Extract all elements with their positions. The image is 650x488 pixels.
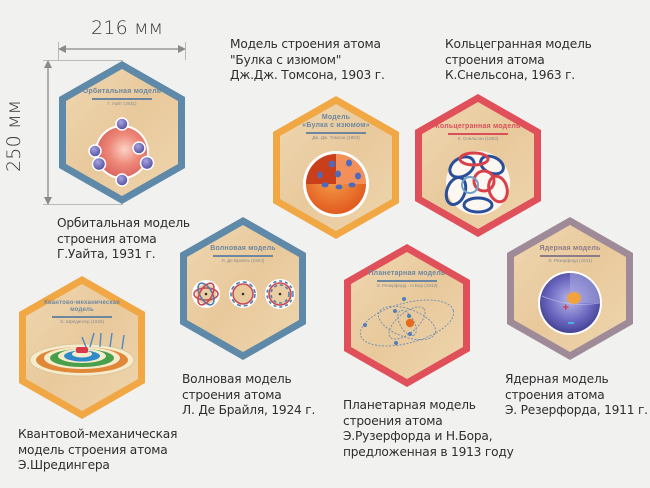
height-guide-top [43,60,123,61]
title-underline [92,98,152,100]
caption-line: Э.Шредингера [18,458,110,472]
caption-line: Л. Де Брайля, 1924 г. [182,403,316,417]
height-arrow-icon [44,60,52,205]
caption-line: Планетарная модель [343,398,476,412]
plate-subtitle: Дж. Дж. Томсон (1903) [312,135,360,140]
height-guide-bottom [43,204,123,205]
caption-line: строения атома [343,413,443,428]
caption-line: строения атома [445,52,545,67]
title-underline [52,316,112,318]
caption-plum-pudding: Модель строения атома "Булка с изюмом" Д… [230,37,385,84]
caption-line: Э. Резерфорда, 1911 г. [505,403,648,417]
caption-line: Орбитальная модель [57,216,190,230]
plate-title: Планетарная модель [368,270,446,277]
caption-line: Модель строения атома [230,37,381,51]
caption-line: Ядерная модель [505,372,609,386]
caption-quantum: Квантовой-механическая модель строения а… [18,427,177,474]
plate-subtitle: Э. Шрёдингер (1926) [59,319,105,324]
hex-plate-orbital: Орбитальная модель Г. Уайт (1931) [58,60,186,205]
plate-title: Волновая модель [210,245,276,252]
hexagon-frame-icon [180,217,306,360]
caption-line: Дж.Дж. Томсона, 1903 г. [230,68,385,82]
title-underline [540,255,600,257]
hex-plate-wave: Волновая модель Л. Де Бройль (1924) [179,216,307,361]
plate-subtitle: К. Снельсон (1963) [457,136,499,141]
caption-orbital: Орбитальная модель строения атома Г.Уайт… [57,216,190,263]
caption-planetary: Планетарная модель строения атома Э.Рузе… [343,398,514,460]
plate-title: Орбитальная модель [82,88,162,95]
caption-line: Волновая модель [182,372,292,386]
svg-text:+: + [562,303,570,313]
width-arrow-icon [58,45,186,53]
plate-subtitle: Л. Де Бройль (1924) [221,258,265,263]
hexagon-frame-icon [273,96,399,239]
title-underline [448,133,508,135]
plate-title-line2: «Булка с изюмом» [302,122,370,129]
caption-line: строения атома [505,387,605,402]
plate-subtitle: Э. Резерфорд (1911) [547,258,592,263]
plate-subtitle: Г. Уайт (1931) [107,101,137,106]
caption-line: К.Снельсона, 1963 г. [445,68,575,82]
hexagon-frame-icon: + [507,217,633,360]
title-underline [377,280,437,282]
caption-line: строения атома [182,387,282,402]
hex-plate-plum-pudding: Модель «Булка с изюмом» Дж. Дж. Томсон (… [272,95,400,240]
hexagon-frame-icon [59,61,185,204]
caption-ring: Кольцегранная модель строения атома К.Сн… [445,37,592,84]
width-guide-right [185,42,186,60]
plate-title-line2: модель [70,307,94,313]
caption-line: Кольцегранная модель [445,37,592,51]
title-underline [306,132,366,134]
caption-line: Э.Рузерфорда и Н.Бора, [343,429,493,443]
hex-plate-nuclear: + Ядерная модель Э. Резерфорд (1911) [506,216,634,361]
caption-wave: Волновая модель строения атома Л. Де Бра… [182,372,315,419]
caption-line: "Булка с изюмом" [230,52,342,67]
plate-subtitle: Э. Резерфорд - Н.Бор (1913) [376,283,438,288]
width-guide-left [58,42,59,60]
hex-plate-quantum: Квантово-механическая модель Э. Шрёдинге… [18,275,146,420]
hexagon-frame-icon [344,244,470,387]
caption-line: Квантовой-механическая [18,427,178,441]
title-underline [213,255,273,257]
caption-line: модель строения атома [18,442,168,457]
hex-plate-ring: Кольцегранная модель К. Снельсон (1963) [414,93,542,238]
plate-title-line1: Квантово-механическая [44,300,120,306]
plate-title-line1: Модель [321,114,351,121]
caption-line: предложенная в 1913 году [343,444,514,459]
plate-title: Ядерная модель [539,245,601,252]
caption-nuclear: Ядерная модель строения атома Э. Резерфо… [505,372,648,419]
hexagon-frame-icon [19,276,145,419]
hex-plate-planetary: Планетарная модель Э. Резерфорд - Н.Бор … [343,243,471,388]
width-label: 216 мм [91,17,164,39]
height-label: 250 мм [3,99,25,172]
caption-line: строения атома [57,231,157,246]
caption-line: Г.Уайта, 1931 г. [57,247,156,261]
plate-title: Кольцегранная модель [435,123,521,130]
